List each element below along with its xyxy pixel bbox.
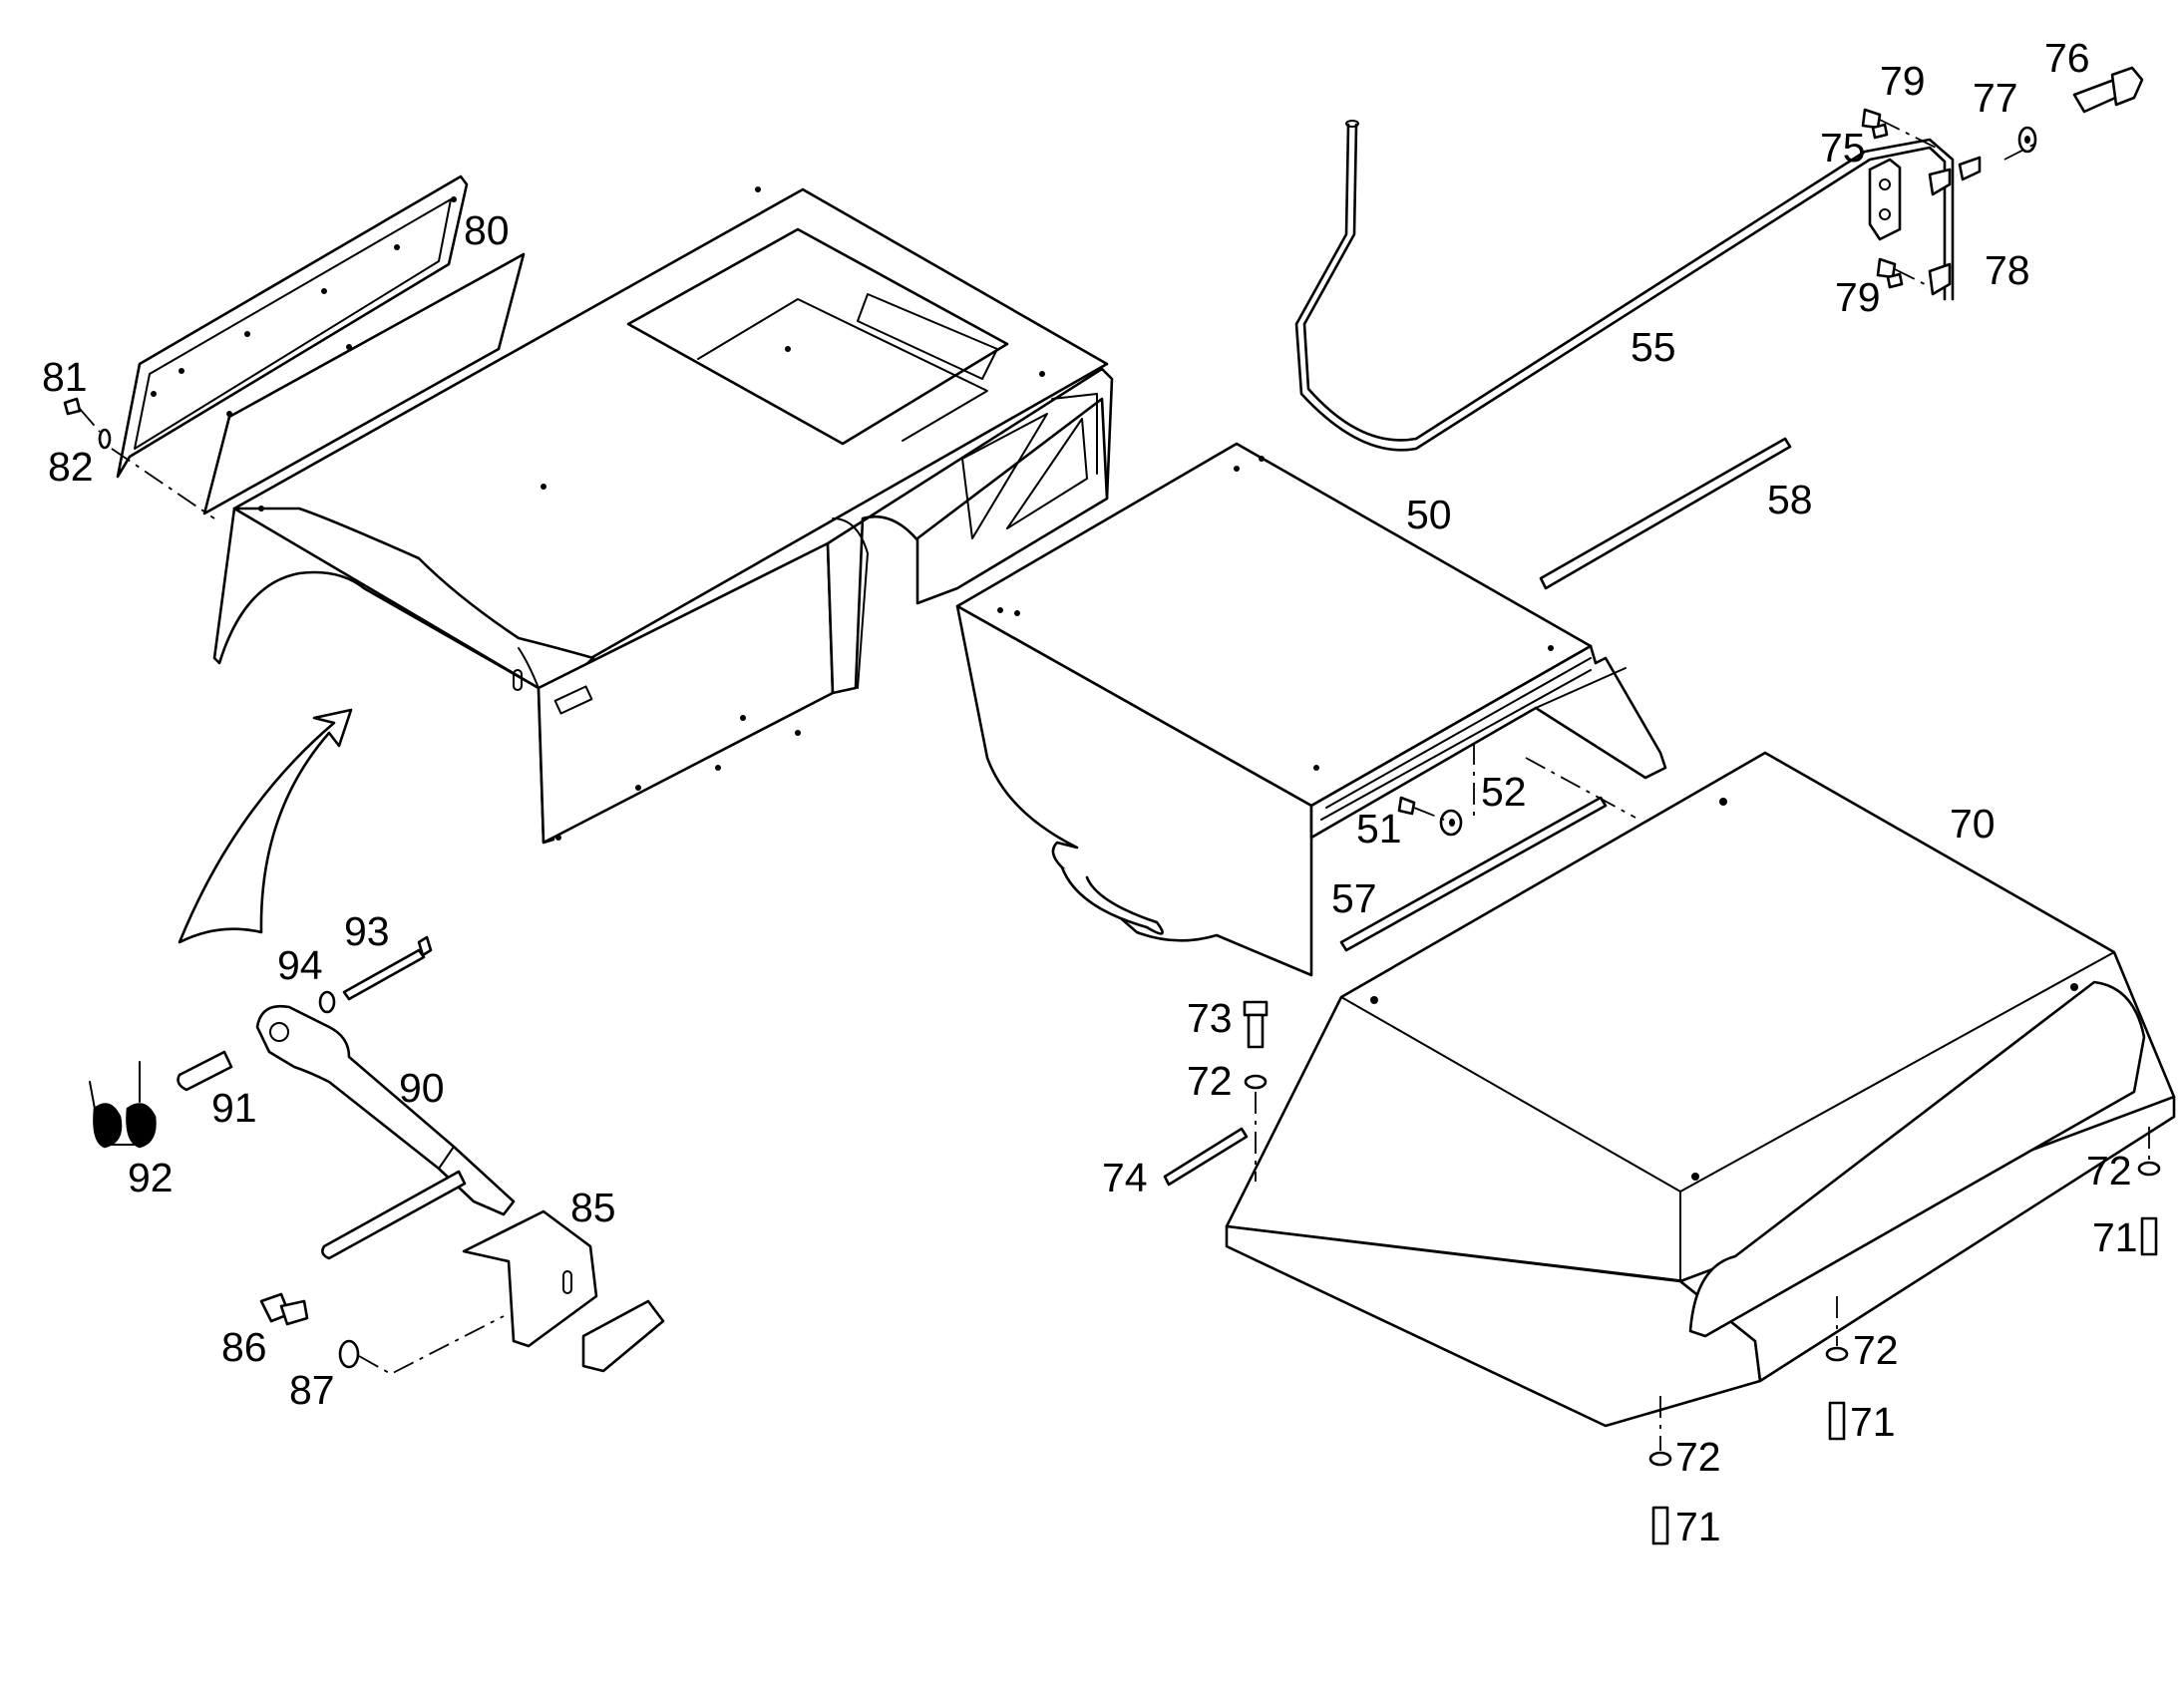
part-51-screw xyxy=(1397,796,1416,816)
label-78: 78 xyxy=(1985,247,2030,293)
part-76-bolt xyxy=(2072,66,2144,114)
label-58: 58 xyxy=(1767,477,1813,522)
label-93: 93 xyxy=(344,908,390,954)
label-72c: 72 xyxy=(1853,1327,1899,1373)
part-70-cover xyxy=(1225,751,2176,1428)
label-92: 92 xyxy=(128,1155,174,1200)
part-93-bolt xyxy=(342,935,433,1001)
part-86-bolt xyxy=(259,1292,309,1326)
part-72-washer-a xyxy=(1244,1074,1268,1090)
part-91-sleeve xyxy=(177,1050,233,1092)
part-71-screw-a xyxy=(2140,1216,2158,1256)
part-72-washer-b xyxy=(2137,1161,2161,1177)
part-81-screw xyxy=(63,397,82,416)
part-80-gasket-frame xyxy=(116,174,469,479)
label-82: 82 xyxy=(48,444,94,490)
label-72a: 72 xyxy=(1187,1058,1233,1104)
part-58-rod xyxy=(1539,437,1792,590)
part-79-screw-upper xyxy=(1861,108,1889,140)
label-70: 70 xyxy=(1950,801,1996,847)
label-76: 76 xyxy=(2044,35,2090,81)
label-71a: 71 xyxy=(2092,1214,2138,1260)
part-71-screw-c xyxy=(1651,1506,1669,1545)
label-72d: 72 xyxy=(1675,1434,1721,1480)
part-92-spring xyxy=(89,1061,157,1149)
part-72-washer-c xyxy=(1825,1346,1849,1362)
label-51: 51 xyxy=(1356,806,1402,852)
label-80: 80 xyxy=(464,207,510,253)
label-74: 74 xyxy=(1102,1155,1148,1200)
part-90-lever xyxy=(255,1004,516,1216)
label-52: 52 xyxy=(1481,769,1527,815)
part-50-center-box xyxy=(955,442,1667,977)
label-71b: 71 xyxy=(1850,1399,1896,1445)
label-72b: 72 xyxy=(2086,1148,2132,1194)
part-85-bracket xyxy=(462,1209,665,1373)
label-75: 75 xyxy=(1820,125,1866,171)
assembly-direction-arrow xyxy=(178,708,353,944)
part-80-cover-plate xyxy=(202,252,526,515)
label-86: 86 xyxy=(221,1324,267,1370)
label-87: 87 xyxy=(289,1367,335,1413)
label-85: 85 xyxy=(570,1185,616,1230)
part-77-washer xyxy=(2017,126,2037,154)
label-57: 57 xyxy=(1331,875,1377,921)
label-91: 91 xyxy=(211,1085,257,1131)
part-71-screw-b xyxy=(1828,1401,1846,1441)
part-90-shaft xyxy=(321,1170,467,1260)
part-labels: 50 51 52 55 57 58 70 71 71 71 72 72 72 7… xyxy=(42,35,2138,1549)
part-82-washer xyxy=(98,428,112,450)
label-73: 73 xyxy=(1187,995,1233,1041)
label-81: 81 xyxy=(42,354,88,400)
part-94-washer xyxy=(318,990,336,1014)
main-hood-housing xyxy=(212,186,1114,845)
label-79a: 79 xyxy=(1880,58,1926,104)
label-77: 77 xyxy=(1973,75,2018,121)
label-50: 50 xyxy=(1406,492,1452,537)
label-94: 94 xyxy=(277,942,323,988)
part-73-bolt xyxy=(1243,1000,1269,1049)
part-55-bracket-rod xyxy=(1294,120,1982,452)
part-72-washer-d xyxy=(1648,1451,1672,1467)
label-90: 90 xyxy=(399,1065,445,1111)
part-79-screw-lower xyxy=(1876,257,1904,289)
part-74-rod xyxy=(1163,1127,1249,1187)
part-57-rod xyxy=(1339,796,1608,952)
label-79b: 79 xyxy=(1835,274,1881,320)
part-52-washer xyxy=(1439,809,1463,837)
part-87-washer xyxy=(338,1339,360,1369)
label-71c: 71 xyxy=(1675,1504,1721,1549)
label-55: 55 xyxy=(1631,324,1676,370)
